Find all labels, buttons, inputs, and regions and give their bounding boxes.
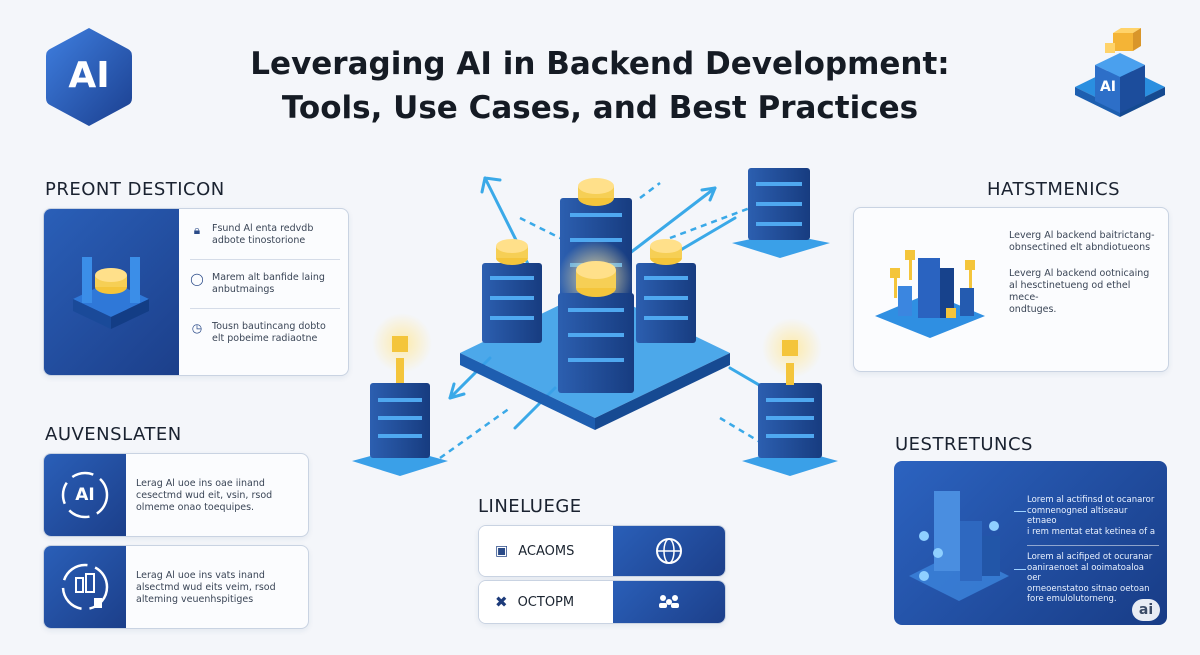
item-line: fore emulolutorneng. xyxy=(1027,594,1117,604)
acaoms-button[interactable]: ▣ ACAOMS xyxy=(478,525,726,577)
octopm-button[interactable]: ✖ OCTOPM xyxy=(478,580,726,624)
item-line: al hesctinetueng od ethel mece- xyxy=(1009,280,1131,303)
card-line: Lerag Al uoe ins vats inand xyxy=(136,570,265,581)
item-line: Marem alt banfide laing xyxy=(212,272,325,283)
auvenslaten-card-1[interactable]: AI Lerag Al uoe ins oae iinand cesectmd … xyxy=(43,453,309,537)
item-line: anbutmaings xyxy=(212,284,275,295)
item-line: ondtuges. xyxy=(1009,304,1057,315)
item-line: Leverg Al backend baitrictang- xyxy=(1009,230,1155,241)
octopm-label-area: ✖ OCTOPM xyxy=(479,581,613,623)
logo-text: AI xyxy=(68,55,110,96)
item-line: Fsund Al enta redvdb xyxy=(212,223,314,234)
item-line: elt pobeime radiaotne xyxy=(212,333,318,344)
section-title-preont-desticon: PREONT DESTICON xyxy=(45,179,225,200)
octopm-label: OCTOPM xyxy=(517,594,575,610)
card-line: cesectmd wud eit, vsin, rsod xyxy=(136,490,273,501)
title-line-1: Leveraging AI in Backend Development: xyxy=(250,46,950,82)
item-line: Lorem al actifinsd ot ocanaror xyxy=(1027,495,1155,505)
item-line: comnenogned altiseaur etnaeo xyxy=(1027,505,1128,527)
globe-panel xyxy=(613,526,725,576)
building-cycle-icon xyxy=(61,563,109,611)
item-line: Lorem al acifiped ot ocuranar xyxy=(1027,552,1153,562)
user-icon: ◯ xyxy=(190,272,204,286)
item-line: Leverg Al backend ootnicaing xyxy=(1009,268,1150,279)
item-line: adbote tinostorione xyxy=(212,235,306,246)
building-cycle-panel xyxy=(44,546,126,628)
uestretuncs-text: Lorem al actifinsd ot ocanaror comnenogn… xyxy=(1027,495,1159,605)
page-title: Leveraging AI in Backend Development: To… xyxy=(230,42,970,130)
cube-label: AI xyxy=(1099,79,1117,95)
globe-icon xyxy=(656,538,682,564)
item-line: oaniraenoet al ooimatoaloa oer xyxy=(1027,562,1144,584)
people-icon xyxy=(659,595,679,608)
connector-line xyxy=(1014,569,1026,570)
divider xyxy=(190,308,340,309)
server-illustration-panel xyxy=(44,209,179,375)
ai-logo: AI xyxy=(42,25,136,129)
card-line: Lerag Al uoe ins oae iinand xyxy=(136,478,265,489)
section-title-auvenslaten: AUVENSLATEN xyxy=(45,424,182,445)
acaoms-label-area: ▣ ACAOMS xyxy=(479,526,613,576)
city-illustration xyxy=(870,238,1000,348)
bag-icon: ▣ xyxy=(495,543,509,559)
ai-cycle-icon xyxy=(61,471,109,519)
clock-icon: ◷ xyxy=(191,321,203,335)
section-title-lineluege: LINELUEGE xyxy=(478,496,582,517)
item-line: orneoenstatoo sitnao oetoan xyxy=(1027,583,1150,594)
ai-cycle-panel: AI xyxy=(44,454,126,536)
card-line: alteming veuenhspitiges xyxy=(136,594,254,605)
section-title-hatstmenics: HATSTMENICS xyxy=(987,179,1121,200)
section-title-uestretuncs: UESTRETUNCS xyxy=(895,434,1033,455)
hatstmenics-card: Leverg Al backend baitrictang- obnsectin… xyxy=(853,207,1169,372)
ai-badge: ai xyxy=(1132,599,1160,621)
card-text: Lerag Al uoe ins oae iinand cesectmd wud… xyxy=(136,478,301,514)
item-line: Tousn bautincang dobto xyxy=(212,321,326,332)
card-line: alsectmd wud eits veim, rsod xyxy=(136,582,276,593)
ai-cycle-text: AI xyxy=(75,485,95,505)
people-panel xyxy=(613,581,725,623)
card-line: olmeme onao toequipes. xyxy=(136,502,255,513)
lock-icon: 🔒︎ xyxy=(193,223,201,237)
data-center-illustration xyxy=(904,481,1014,611)
x-icon: ✖ xyxy=(495,593,508,611)
acaoms-label: ACAOMS xyxy=(518,543,575,559)
ai-cube-icon: AI xyxy=(1065,25,1175,125)
uestretuncs-card: Lorem al actifinsd ot ocanaror comnenogn… xyxy=(894,461,1167,625)
divider xyxy=(190,259,340,260)
connector-line xyxy=(1014,511,1026,512)
hatstmenics-text: Leverg Al backend baitrictang- obnsectin… xyxy=(1009,230,1161,316)
item-line: obnsectined elt abndiotueons xyxy=(1009,242,1151,253)
auvenslaten-card-2[interactable]: Lerag Al uoe ins vats inand alsectmd wud… xyxy=(43,545,309,629)
server-network-illustration xyxy=(340,158,860,488)
title-line-2: Tools, Use Cases, and Best Practices xyxy=(281,90,919,126)
item-line: i rem mentat etat ketinea of a xyxy=(1027,526,1156,537)
card-text: Lerag Al uoe ins vats inand alsectmd wud… xyxy=(136,570,301,606)
